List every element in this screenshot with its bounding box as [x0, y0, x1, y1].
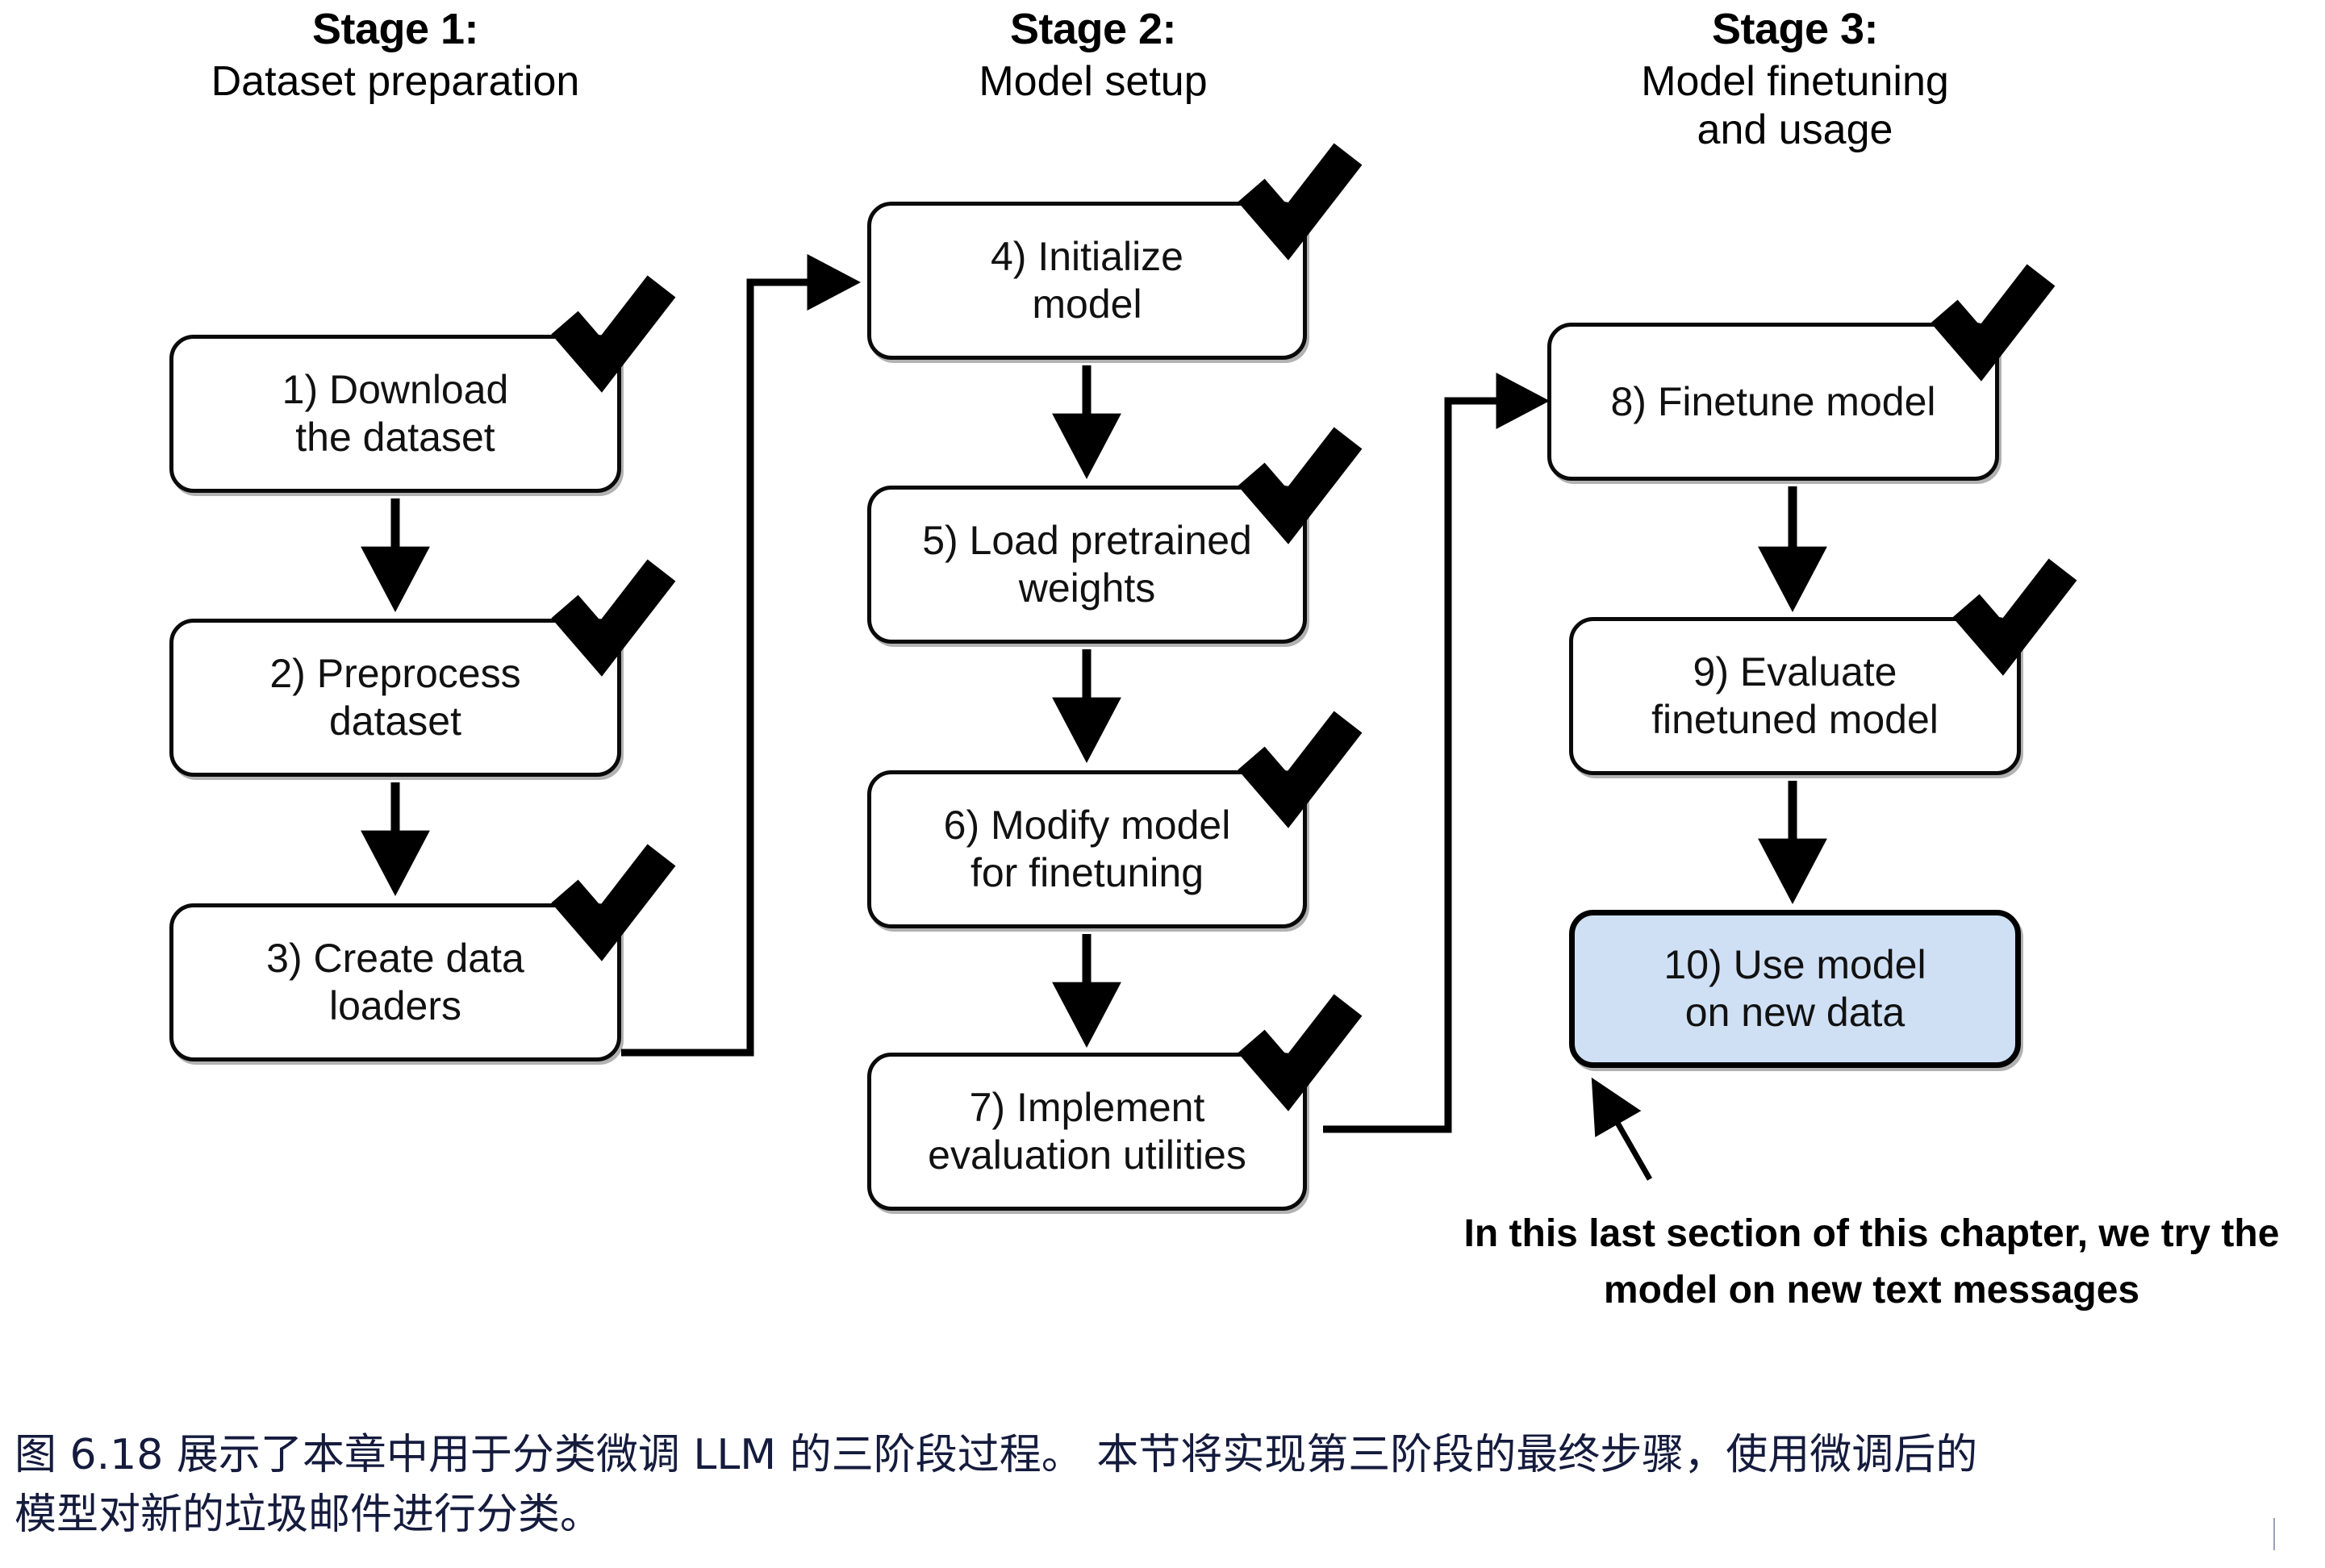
stage-2-title: Stage 2:: [1009, 5, 1177, 53]
stage-3-title: Stage 3:: [1711, 5, 1879, 53]
stage-2-heading: Stage 2: Model setup: [787, 5, 1400, 106]
flow-node-4-line-1: 4) Initialize: [991, 234, 1183, 279]
connector-stage1-to-stage2: [621, 278, 851, 1057]
figure-caption: 图 6.18 展示了本章中用于分类微调 LLM 的三阶段过程。 本节将实现第三阶…: [15, 1426, 2306, 1545]
flow-node-6-line-1: 6) Modify model: [943, 803, 1231, 848]
flow-node-5[interactable]: 5) Load pretrained weights: [867, 486, 1307, 644]
flow-node-4-line-2: model: [1032, 281, 1142, 327]
annotation-pointer-arrow: [1591, 1077, 1653, 1181]
stage-2-subtitle: Model setup: [979, 58, 1208, 106]
flow-node-7[interactable]: 7) Implement evaluation utilities: [867, 1053, 1307, 1211]
flow-node-1-line-2: the dataset: [295, 415, 495, 460]
stage-3-heading: Stage 3: Model finetuning and usage: [1488, 5, 2102, 155]
stage-1-title: Stage 1:: [311, 5, 479, 53]
flow-node-5-line-2: weights: [1018, 565, 1156, 611]
flow-node-2-line-2: dataset: [328, 699, 461, 744]
page-edge-marker: [2273, 1518, 2275, 1550]
annotation-line-2: model on new text messages: [1603, 1268, 2140, 1312]
flow-node-9-line-1: 9) Evaluate: [1693, 649, 1897, 694]
flow-node-3-line-2: loaders: [328, 983, 461, 1028]
stage-1-subtitle: Dataset preparation: [211, 58, 580, 106]
flow-node-1[interactable]: 1) Download the dataset: [169, 335, 621, 493]
flow-node-4[interactable]: 4) Initialize model: [867, 202, 1307, 360]
stage-3-subtitle-line-2: and usage: [1697, 106, 1893, 154]
flow-node-9[interactable]: 9) Evaluate finetuned model: [1569, 617, 2021, 775]
flow-node-9-line-2: finetuned model: [1651, 697, 1939, 742]
flow-node-2-line-1: 2) Preprocess: [269, 651, 521, 696]
stage-1-heading: Stage 1: Dataset preparation: [89, 5, 702, 106]
stage-3-subtitle-line-1: Model finetuning: [1641, 58, 1949, 106]
flow-node-7-line-1: 7) Implement: [969, 1085, 1205, 1130]
annotation-line-1: In this last section of this chapter, we…: [1463, 1212, 2280, 1255]
flow-node-10[interactable]: 10) Use model on new data: [1569, 910, 2021, 1068]
connector-stage2-to-stage3: [1323, 397, 1539, 1133]
flow-node-6-line-2: for finetuning: [970, 850, 1204, 895]
flow-node-7-line-2: evaluation utilities: [928, 1132, 1246, 1178]
flow-node-3-line-1: 3) Create data: [266, 936, 524, 981]
flow-node-1-line-1: 1) Download: [282, 367, 509, 412]
figure-caption-line-1: 图 6.18 展示了本章中用于分类微调 LLM 的三阶段过程。 本节将实现第三阶…: [15, 1431, 1978, 1479]
flow-node-6[interactable]: 6) Modify model for finetuning: [867, 770, 1307, 928]
flow-node-10-line-2: on new data: [1684, 990, 1905, 1035]
annotation-note: In this last section of this chapter, we…: [1420, 1206, 2323, 1318]
flow-node-5-line-1: 5) Load pretrained: [922, 518, 1252, 563]
flow-node-10-line-1: 10) Use model: [1663, 942, 1926, 987]
flow-node-2[interactable]: 2) Preprocess dataset: [169, 619, 621, 777]
figure-caption-line-2: 模型对新的垃圾邮件进行分类。: [15, 1490, 603, 1539]
flow-node-8[interactable]: 8) Finetune model: [1547, 323, 1999, 481]
flow-node-3[interactable]: 3) Create data loaders: [169, 903, 621, 1061]
flow-node-8-line-1: 8) Finetune model: [1610, 378, 1936, 424]
